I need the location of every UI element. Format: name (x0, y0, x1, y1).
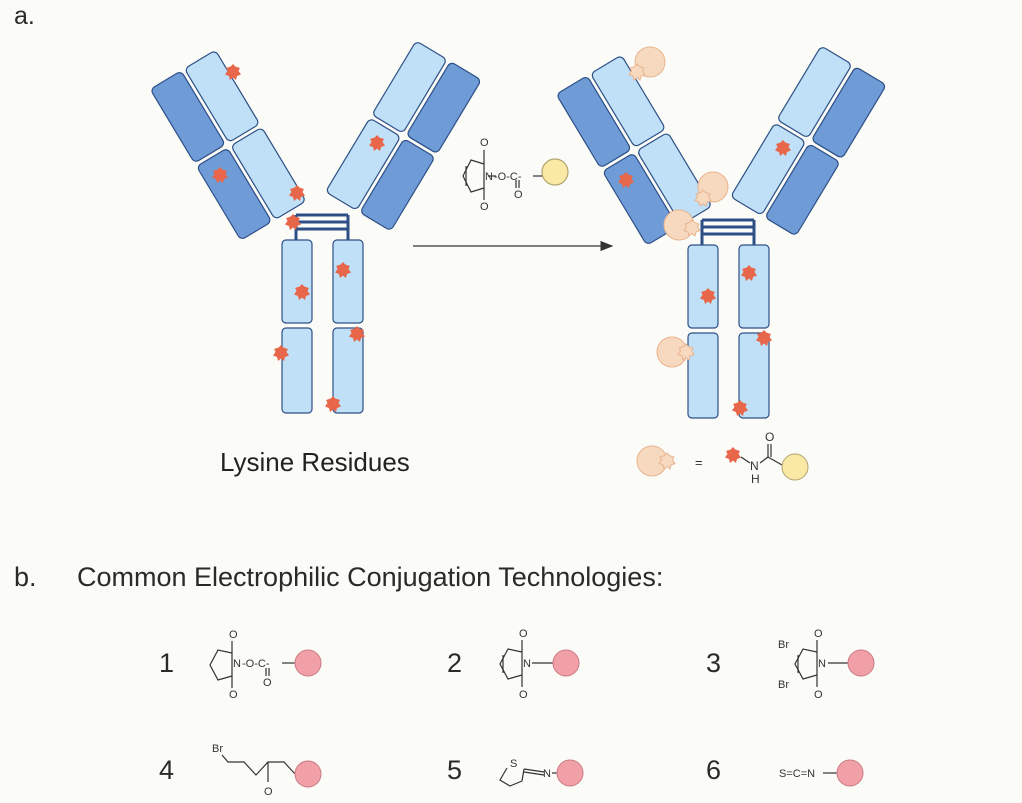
panel-b-title: Common Electrophilic Conjugation Technol… (77, 562, 664, 592)
svg-text:O: O (229, 629, 238, 641)
antibody-left (151, 42, 481, 414)
reagent-o-bottom: O (480, 201, 489, 213)
antibody-right (557, 47, 886, 419)
svg-text:S: S (510, 758, 517, 770)
svg-text:O: O (264, 786, 273, 798)
legend-n: N (750, 459, 759, 473)
svg-text:N: N (523, 658, 531, 670)
structure-2-maleimide: O N O (499, 628, 580, 701)
structure-4-bromo-ketone: Br O (212, 743, 322, 798)
reagent-o-carbonyl: O (514, 189, 523, 201)
reagent-n: N (485, 171, 493, 183)
svg-text:-O-C-: -O-C- (242, 658, 270, 670)
svg-text:O: O (519, 628, 528, 640)
structure-6-isothiocyanate: S=C=N (779, 759, 864, 787)
svg-text:S=C=N: S=C=N (779, 768, 815, 780)
legend-h: H (751, 472, 760, 486)
lysine-residues-label: Lysine Residues (220, 447, 410, 477)
reagent-o-top: O (480, 137, 489, 149)
svg-text:Br: Br (778, 679, 789, 691)
svg-text:N: N (233, 658, 241, 670)
legend-o: O (765, 430, 774, 444)
svg-text:O: O (814, 628, 823, 640)
legend-equals: = (695, 455, 703, 470)
svg-text:O: O (263, 677, 272, 689)
structure-5-iminothiolane: S N (499, 758, 584, 787)
svg-text:Br: Br (212, 743, 223, 755)
svg-text:N: N (543, 768, 551, 780)
item-number-2: 2 (447, 648, 463, 678)
svg-text:Br: Br (778, 639, 789, 651)
conjugate-legend: = N H O (636, 430, 809, 486)
item-number-5: 5 (447, 755, 463, 785)
panel-a-label: a. (14, 2, 35, 30)
svg-text:O: O (814, 689, 823, 701)
item-number-4: 4 (159, 755, 175, 785)
structure-1-nhs-ester: O N -O-C- O O (209, 629, 322, 701)
structure-3-dibromomaleimide: Br Br O N O (778, 628, 875, 701)
conjugates-right (628, 46, 729, 368)
item-number-3: 3 (706, 648, 722, 678)
svg-text:O: O (229, 689, 238, 701)
reagent-link: -O-C- (494, 171, 522, 183)
item-number-1: 1 (159, 648, 175, 678)
svg-text:N: N (818, 658, 826, 670)
svg-text:O: O (519, 689, 528, 701)
item-number-6: 6 (706, 755, 722, 785)
panel-b-label: b. (14, 562, 37, 592)
nhs-ester-reagent (462, 150, 569, 200)
